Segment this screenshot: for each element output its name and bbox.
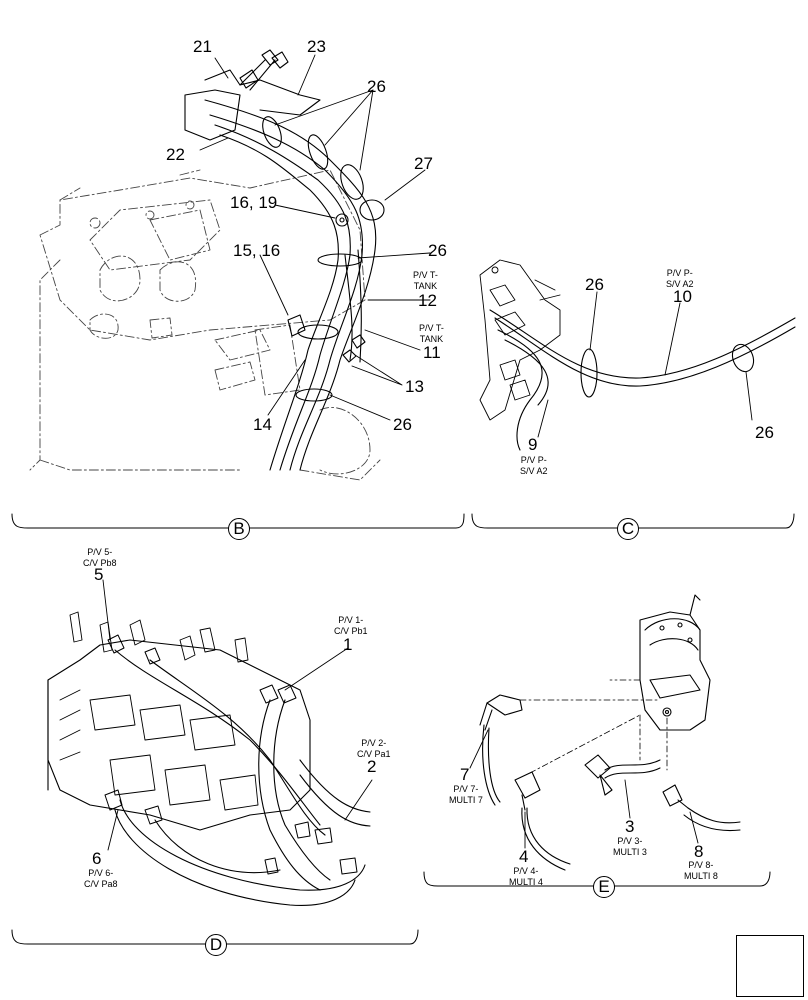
callout-4-note: P/V 4- MULTI 4 bbox=[509, 866, 543, 887]
section-marker-b: B bbox=[228, 518, 250, 540]
callout-2-note: P/V 2- C/V Pa1 bbox=[357, 738, 391, 759]
callout-7: 7 bbox=[460, 765, 470, 784]
section-marker-d: D bbox=[205, 934, 227, 956]
callout-4: 4 bbox=[519, 847, 529, 866]
callout-13: 13 bbox=[405, 377, 424, 396]
callout-10: 10 bbox=[673, 287, 692, 306]
callout-9-note: P/V P- S/V A2 bbox=[520, 455, 548, 476]
view-b-drawing bbox=[29, 49, 431, 481]
callout-10-note: P/V P- S/V A2 bbox=[666, 268, 694, 289]
callout-11: 11 bbox=[423, 343, 441, 362]
next-page-button[interactable] bbox=[736, 935, 804, 997]
callout-12-note: P/V T- TANK bbox=[413, 270, 438, 291]
view-d-drawing bbox=[47, 579, 373, 906]
callout-5: 5 bbox=[94, 565, 104, 584]
callout-23: 23 bbox=[307, 37, 326, 56]
callout-26: 26 bbox=[585, 275, 604, 294]
callout-21: 21 bbox=[193, 37, 212, 56]
callout-22: 22 bbox=[166, 145, 185, 164]
callout-16-19: 16, 19 bbox=[230, 193, 278, 212]
callout-3: 3 bbox=[625, 817, 635, 836]
callout-26: 26 bbox=[428, 241, 447, 260]
callout-3-note: P/V 3- MULTI 3 bbox=[613, 836, 647, 857]
callout-8: 8 bbox=[694, 842, 704, 861]
callout-2: 2 bbox=[367, 757, 377, 776]
callout-26: 26 bbox=[755, 423, 774, 442]
section-marker-c: C bbox=[617, 518, 639, 540]
callout-5-note: P/V 5- C/V Pb8 bbox=[83, 547, 117, 568]
callout-7-note: P/V 7- MULTI 7 bbox=[449, 784, 483, 805]
callout-6-note: P/V 6- C/V Pa8 bbox=[84, 868, 118, 889]
callout-9: 9 bbox=[528, 435, 538, 454]
callout-1: 1 bbox=[343, 635, 353, 654]
callout-1-note: P/V 1- C/V Pb1 bbox=[334, 615, 368, 636]
callout-12: 12 bbox=[418, 291, 437, 310]
callout-11-note: P/V T- TANK bbox=[419, 323, 444, 344]
callout-14: 14 bbox=[253, 415, 272, 434]
view-e-drawing bbox=[469, 594, 741, 871]
section-brackets bbox=[11, 513, 795, 945]
callout-6: 6 bbox=[92, 849, 102, 868]
callout-8-note: P/V 8- MULTI 8 bbox=[684, 860, 718, 881]
view-c-drawing bbox=[479, 259, 796, 451]
section-marker-e: E bbox=[593, 876, 615, 898]
callout-27: 27 bbox=[414, 154, 433, 173]
callout-26: 26 bbox=[393, 415, 412, 434]
callout-26: 26 bbox=[367, 77, 386, 96]
callout-15-16: 15, 16 bbox=[233, 241, 281, 260]
